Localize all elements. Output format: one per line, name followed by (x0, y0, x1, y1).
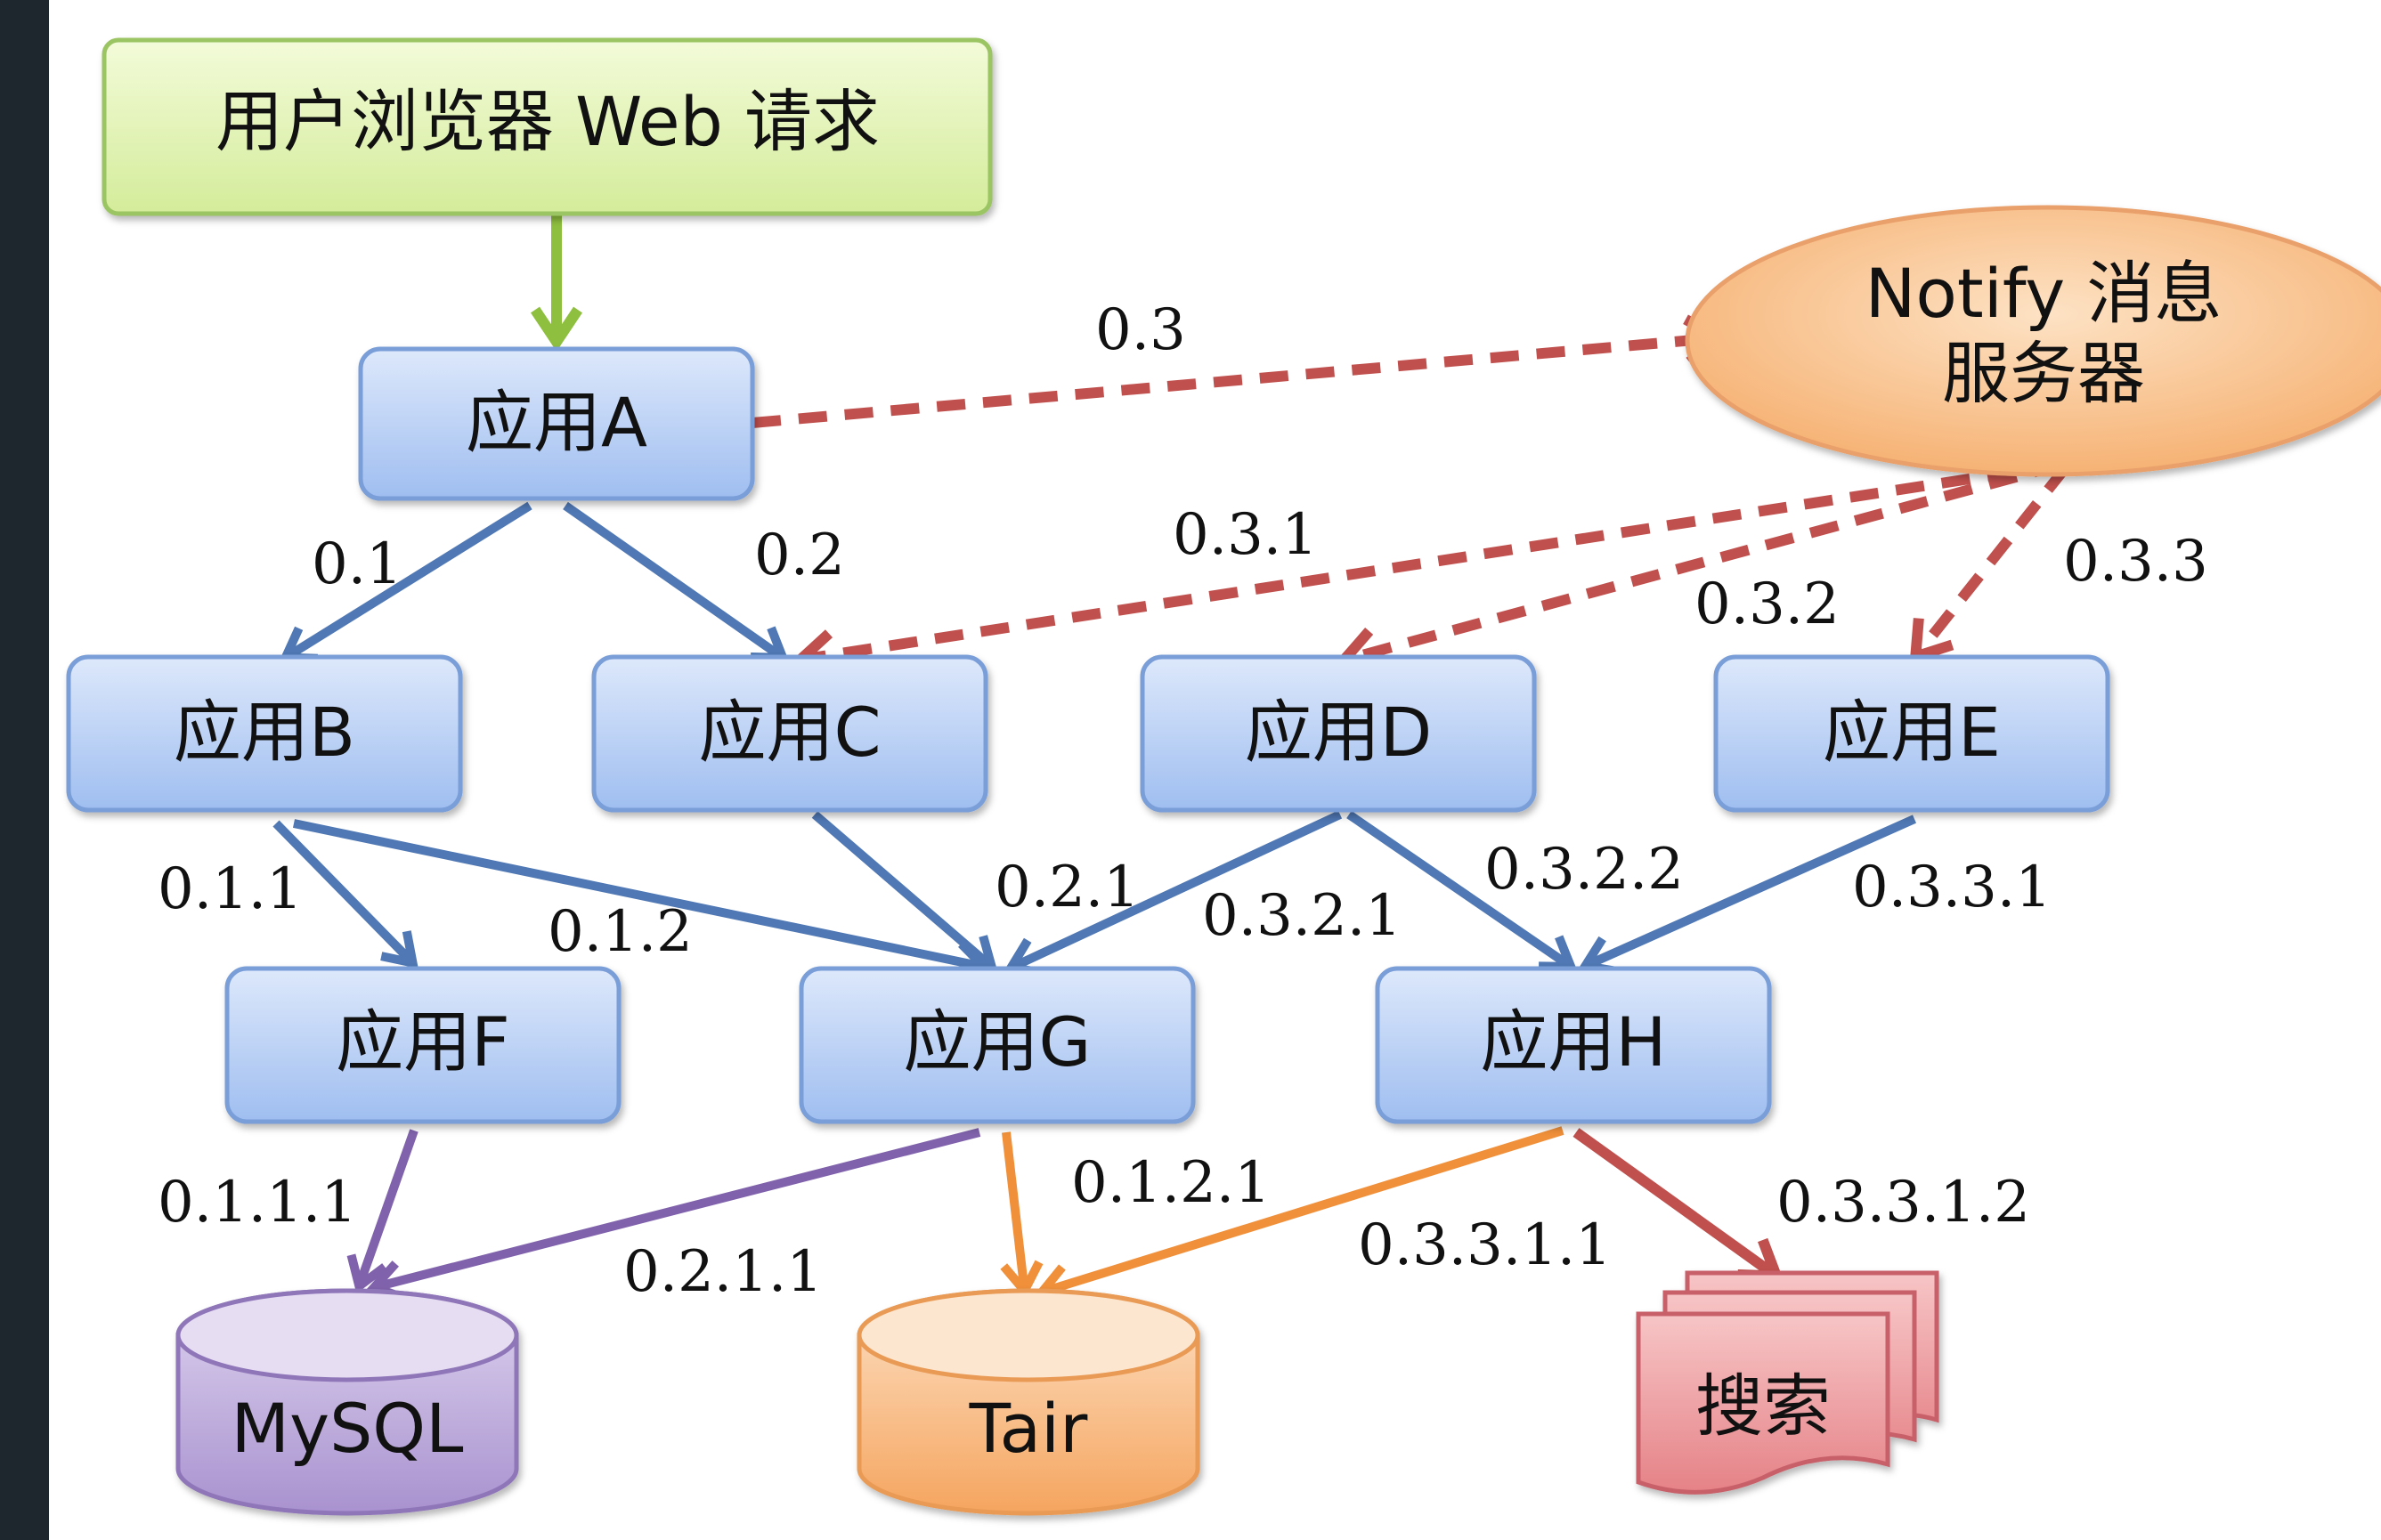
edge-app-a-to-notify (752, 314, 1729, 428)
node-notify-server (1685, 205, 2381, 477)
edge-label-a-to-c: 0.2 (754, 523, 845, 588)
notify-server-label-line2: 服务器 (1942, 334, 2145, 413)
edge-label-h-to-search: 0.3.3.1.2 (1776, 1170, 2030, 1236)
node-app-c (591, 654, 988, 813)
notify-server-label-line1: Notify 消息 (1865, 254, 2223, 333)
edge-label-d-to-g: 0.3.2.1 (1202, 883, 1402, 949)
node-search-documents (1636, 1270, 1939, 1495)
edge-app-h-to-search (1572, 1128, 1784, 1282)
node-app-g (799, 966, 1196, 1124)
edge-app-b-to-app-g (292, 819, 992, 984)
architecture-diagram: 用户浏览器 Web 请求 Notify 消息 服务器 应用A 应用B 应用C 应… (49, 0, 2381, 1540)
edge-label-notify-to-d: 0.3.2 (1694, 571, 1840, 637)
diagram-svg: 用户浏览器 Web 请求 Notify 消息 服务器 应用A 应用B 应用C 应… (66, 37, 2381, 1516)
node-browser-request (102, 37, 993, 216)
left-edge-bar (0, 0, 49, 1540)
node-mysql-database (175, 1288, 519, 1516)
app-f-label: 应用F (336, 1002, 510, 1082)
node-app-e (1713, 654, 2110, 813)
edge-app-g-to-mysql (366, 1128, 981, 1302)
app-e-label: 应用E (1823, 693, 2001, 772)
edge-label-a-to-b: 0.1 (312, 531, 402, 597)
edge-app-g-to-tair (1000, 1131, 1044, 1299)
edge-label-g-to-tair: 0.1.2.1 (1071, 1150, 1271, 1216)
edge-label-f-to-mysql: 0.1.1.1 (158, 1170, 357, 1236)
edge-notify-to-app-e (1909, 464, 2070, 665)
edge-app-a-to-app-c (563, 501, 790, 663)
edge-notify-to-app-c (791, 459, 2062, 681)
edge-app-e-to-app-h (1578, 815, 1917, 976)
edge-label-g-to-mysql: 0.2.1.1 (623, 1239, 823, 1305)
browser-request-label: 用户浏览器 Web 请求 (215, 82, 880, 161)
app-c-label: 应用C (698, 693, 881, 772)
app-d-label: 应用D (1245, 693, 1433, 772)
edge-app-a-to-app-b (279, 501, 532, 663)
edge-app-c-to-app-g (811, 811, 998, 973)
edge-app-d-to-app-h (1346, 810, 1578, 971)
edge-label-c-to-g: 0.2.1 (995, 855, 1140, 920)
node-app-d (1140, 654, 1537, 813)
edge-label-d-to-h: 0.3.2.2 (1484, 837, 1684, 903)
app-a-label: 应用A (466, 383, 647, 462)
tair-label: Tair (969, 1389, 1089, 1468)
edge-label-b-to-g: 0.1.2 (548, 899, 693, 965)
edge-label-notify-to-c: 0.3.1 (1173, 502, 1318, 568)
node-app-h (1375, 966, 1772, 1124)
search-label: 搜索 (1695, 1366, 1831, 1446)
edge-app-b-to-app-f (272, 820, 419, 969)
app-g-label: 应用G (904, 1002, 1092, 1082)
app-b-label: 应用B (174, 693, 355, 772)
edge-label-notify-to-e: 0.3.3 (2063, 529, 2208, 595)
edge-label-h-to-tair: 0.3.3.1.1 (1358, 1212, 1612, 1278)
edge-label-b-to-f: 0.1.1 (158, 856, 303, 922)
app-h-label: 应用H (1480, 1002, 1666, 1082)
edge-label-a-to-notify: 0.3 (1095, 297, 1186, 363)
node-tair-cache (857, 1288, 1200, 1516)
edge-app-f-to-mysql (346, 1129, 419, 1294)
node-app-f (224, 966, 622, 1124)
edge-label-e-to-h: 0.3.3.1 (1852, 855, 2052, 920)
edge-app-d-to-app-g (1004, 810, 1343, 977)
node-app-b (66, 654, 463, 813)
edge-app-h-to-tair (1034, 1126, 1564, 1306)
mysql-label: MySQL (232, 1389, 464, 1468)
edge-notify-to-app-d (1334, 459, 2063, 677)
node-app-a (358, 346, 755, 501)
